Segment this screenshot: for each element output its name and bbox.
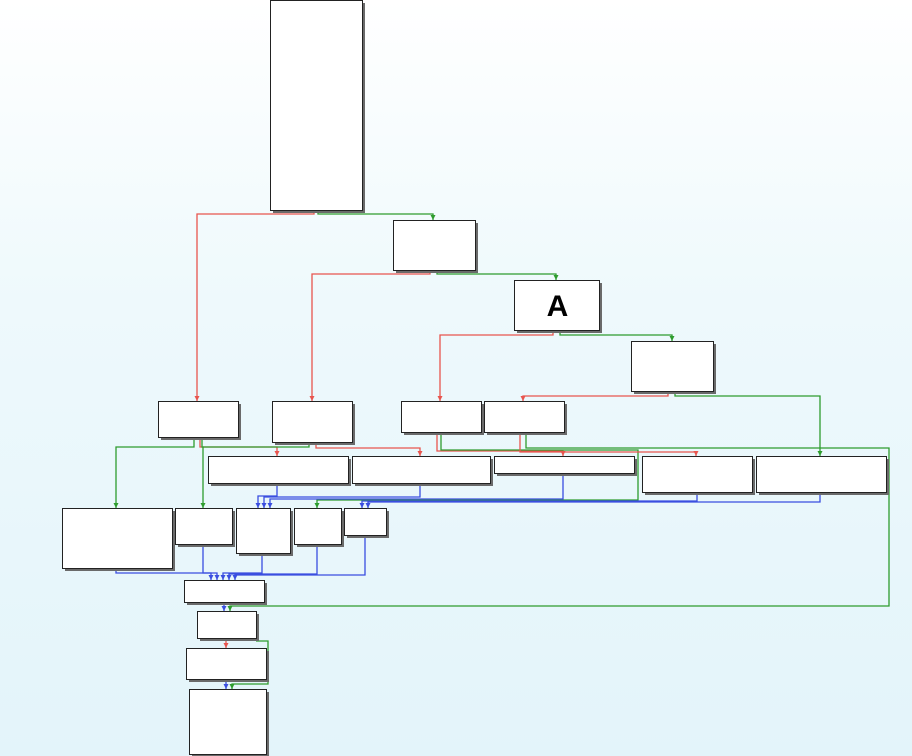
edge-flow-19 bbox=[263, 483, 421, 508]
arrowhead-8 bbox=[817, 451, 823, 456]
graph-node-n14[interactable] bbox=[62, 508, 176, 572]
graph-node-n2[interactable] bbox=[393, 220, 479, 274]
node-label: A bbox=[547, 290, 569, 323]
node-box bbox=[197, 611, 257, 639]
graph-node-n16[interactable] bbox=[236, 508, 294, 557]
node-box bbox=[158, 401, 239, 438]
arrowhead-19 bbox=[261, 503, 267, 508]
edge-true-15 bbox=[316, 432, 639, 508]
graph-node-n18[interactable] bbox=[344, 508, 390, 539]
edge-flow-24 bbox=[202, 544, 218, 580]
node-box bbox=[494, 456, 635, 474]
arrowhead-4 bbox=[553, 275, 559, 280]
arrowhead-22 bbox=[365, 503, 371, 508]
edge-true-9 bbox=[115, 437, 195, 508]
arrowhead-11 bbox=[200, 503, 206, 508]
graph-node-n5[interactable] bbox=[158, 401, 242, 441]
node-box bbox=[344, 508, 387, 536]
node-box bbox=[514, 280, 600, 331]
node-box bbox=[401, 401, 482, 433]
edge-false-5 bbox=[439, 330, 554, 401]
graph-node-n3[interactable]: A bbox=[514, 280, 603, 334]
graph-node-n22[interactable] bbox=[189, 689, 270, 756]
edge-false-16 bbox=[519, 432, 697, 456]
graph-node-n15[interactable] bbox=[175, 508, 236, 548]
arrowhead-1 bbox=[194, 396, 200, 401]
edge-true-8 bbox=[674, 391, 821, 456]
node-box bbox=[208, 456, 349, 484]
graph-node-n11[interactable] bbox=[494, 456, 638, 477]
arrowhead-3 bbox=[309, 396, 315, 401]
node-box bbox=[270, 0, 363, 211]
arrowhead-6 bbox=[669, 336, 675, 341]
node-box bbox=[62, 508, 173, 569]
graph-node-n4[interactable] bbox=[631, 341, 717, 395]
graph-node-n17[interactable] bbox=[294, 508, 345, 548]
arrowhead-9 bbox=[113, 503, 119, 508]
arrowhead-17 bbox=[227, 606, 233, 611]
arrowhead-18 bbox=[255, 503, 261, 508]
graph-node-n12[interactable] bbox=[642, 456, 756, 496]
arrowhead-20 bbox=[267, 503, 273, 508]
arrowhead-23 bbox=[208, 575, 214, 580]
graph-node-n19[interactable] bbox=[184, 580, 268, 606]
node-box bbox=[393, 220, 476, 271]
graph-node-n20[interactable] bbox=[197, 611, 260, 642]
arrowhead-27 bbox=[232, 575, 238, 580]
node-box bbox=[352, 456, 491, 484]
arrowhead-21 bbox=[359, 503, 365, 508]
arrowhead-31 bbox=[223, 684, 229, 689]
node-box bbox=[189, 689, 267, 755]
arrowhead-25 bbox=[220, 575, 226, 580]
node-box bbox=[642, 456, 753, 493]
node-box bbox=[184, 580, 265, 603]
arrowhead-28 bbox=[221, 606, 227, 611]
arrowhead-26 bbox=[226, 575, 232, 580]
graph-node-n6[interactable] bbox=[272, 401, 356, 446]
edge-false-3 bbox=[311, 270, 431, 401]
arrowhead-15 bbox=[314, 503, 320, 508]
node-box bbox=[756, 456, 887, 493]
node-box bbox=[236, 508, 291, 554]
arrowhead-24 bbox=[214, 575, 220, 580]
node-box bbox=[175, 508, 233, 545]
graph-node-n7[interactable] bbox=[401, 401, 485, 436]
graph-node-n8[interactable] bbox=[484, 401, 568, 436]
edge-true-11 bbox=[201, 437, 204, 508]
graph-node-n9[interactable] bbox=[208, 456, 352, 487]
arrowhead-2 bbox=[430, 215, 436, 220]
arrowhead-29 bbox=[223, 643, 229, 648]
graph-node-n10[interactable] bbox=[352, 456, 494, 487]
arrowhead-16 bbox=[693, 451, 699, 456]
edge-false-1 bbox=[196, 210, 315, 401]
node-box bbox=[631, 341, 714, 392]
node-box bbox=[186, 648, 267, 680]
edge-flow-18 bbox=[257, 483, 278, 508]
node-box bbox=[294, 508, 342, 545]
arrowhead-30 bbox=[229, 684, 235, 689]
arrowhead-13 bbox=[417, 451, 423, 456]
arrowhead-5 bbox=[437, 396, 443, 401]
arrowhead-10 bbox=[274, 451, 280, 456]
graph-node-n1[interactable] bbox=[270, 0, 366, 214]
nodes-layer: A bbox=[62, 0, 890, 756]
graph-node-n21[interactable] bbox=[186, 648, 270, 683]
arrowhead-7 bbox=[520, 396, 526, 401]
graph-node-n13[interactable] bbox=[756, 456, 890, 496]
node-box bbox=[272, 401, 353, 443]
node-box bbox=[484, 401, 565, 433]
